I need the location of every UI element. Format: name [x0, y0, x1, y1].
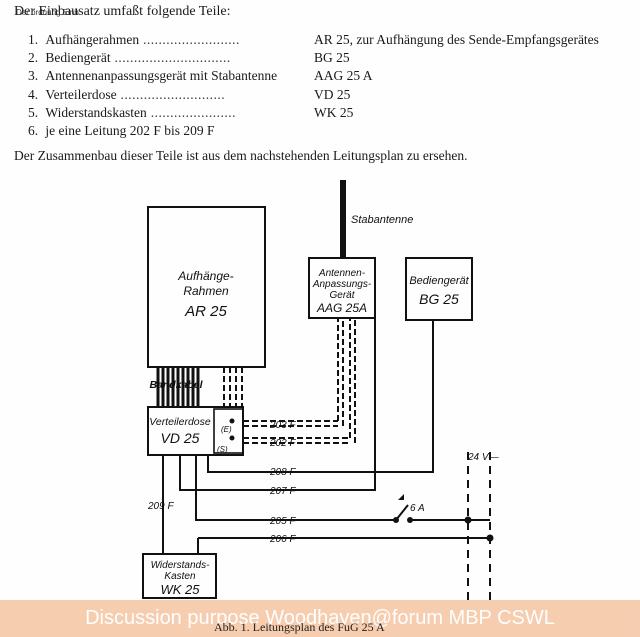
ar-label-2: Rahmen [183, 284, 229, 298]
fuse-switch [395, 504, 409, 521]
ar-code: AR 25 [184, 303, 227, 320]
cable-208f [207, 320, 434, 473]
junction-dot [464, 516, 472, 524]
overlay-text: Der ordnung Einb [16, 8, 79, 17]
cable-206-label: 206 F [269, 534, 296, 545]
wk-code: WK 25 [160, 582, 200, 597]
wk-label-2: Kasten [164, 571, 196, 582]
list-item: 1. Aufhängerahmen ......................… [28, 31, 599, 49]
aag-label-1: Antennen- [318, 268, 366, 279]
item-dots: ......................... [139, 32, 240, 47]
stabantenne-label: Stabantenne [351, 214, 413, 226]
item-name: Antennenanpassungsgerät mit Stabantenne [45, 68, 278, 84]
es-subbox [213, 408, 244, 454]
cable-208-label: 208 F [269, 467, 296, 478]
item-number: 4. [28, 86, 39, 102]
list-item: 5. Widerstandskasten ...................… [28, 104, 353, 122]
item-name: Bediengerät [45, 50, 111, 66]
item-dots: .............................. [110, 50, 231, 66]
cable-203-label: 203 F [269, 420, 296, 431]
item-number: 2. [28, 50, 39, 66]
intro-paragraph: Der Zusammenbau dieser Teile ist aus dem… [14, 148, 468, 163]
item-number: 5. [28, 104, 39, 120]
bandkabel-cable [156, 367, 200, 407]
cable-202-label: 202 F [269, 438, 296, 449]
supply-24v-label: 24 V— [467, 452, 500, 463]
item-name: Verteilerdose [45, 86, 117, 102]
watermark-banner: Discussion purpose Woodhaven@forum MBP C… [0, 600, 640, 637]
s-label: (S) [217, 445, 228, 454]
switch-contact [393, 517, 399, 523]
terminal-dot [229, 435, 235, 441]
e-label: (E) [221, 425, 232, 434]
cable-207-label: 207 F [269, 486, 296, 497]
vd-code: VD 25 [161, 430, 200, 446]
cable-207f [179, 318, 376, 491]
item-name: Widerstandskasten [45, 104, 147, 120]
list-item: 2. Bediengerät .........................… [28, 49, 350, 67]
cable-205-label: 205 F [269, 516, 296, 527]
list-item: 3. Antennenanpassungsgerät mit Stabanten… [28, 67, 373, 85]
cable-209-label: 209 F [147, 501, 174, 512]
cable-205f [195, 455, 396, 521]
item-number: 3. [28, 68, 39, 84]
fuse-label: 6 A [410, 503, 425, 514]
bg-code: BG 25 [419, 291, 459, 307]
item-number: 1. [28, 32, 39, 47]
ar25-box [147, 206, 266, 368]
vd-label: Verteilerdose [149, 416, 211, 428]
aag-code: AAG 25A [316, 301, 367, 315]
intro-text: Der Einbausatz umfaßt folgende Teile: [14, 4, 231, 19]
item-value: AR 25, zur Aufhängung des Sende-Empfangs… [314, 32, 599, 47]
fuse-arrow-icon [398, 494, 404, 500]
item-value: AAG 25 A [314, 68, 373, 84]
bandkabel-label: Bandkabel [149, 379, 203, 391]
wk-label-1: Widerstands- [151, 560, 210, 571]
item-dots: ...................... [146, 104, 236, 120]
item-value: VD 25 [314, 86, 351, 102]
item-value: WK 25 [314, 104, 354, 120]
bg-label: Bediengerät [409, 275, 469, 287]
junction-dot [486, 534, 494, 542]
list-item: 6. je eine Leitung 202 F bis 209 F [28, 122, 277, 140]
aag25a-box [308, 257, 376, 319]
aag-label-2: Anpassungs- [312, 279, 372, 290]
switch-contact [407, 517, 413, 523]
parts-list: 1. Aufhängerahmen ......................… [28, 31, 599, 140]
ar-label-1: Aufhänge- [177, 269, 233, 283]
item-number: 6. [28, 123, 39, 139]
ar-vd-cables [223, 367, 243, 407]
item-value: BG 25 [314, 50, 350, 66]
item-dots: ........................... [116, 86, 226, 102]
figure-caption: Abb. 1. Leitungsplan des FuG 25 A [214, 620, 385, 634]
bg25-box [405, 257, 473, 321]
list-item: 4. Verteilerdose .......................… [28, 86, 350, 104]
terminal-dot [229, 418, 235, 424]
wk25-box [142, 553, 217, 599]
aag-label-3: Gerät [329, 290, 355, 301]
item-name: je eine Leitung 202 F bis 209 F [45, 123, 215, 139]
item-name: Aufhängerahmen [45, 32, 140, 47]
cable-203-202 [243, 318, 356, 444]
